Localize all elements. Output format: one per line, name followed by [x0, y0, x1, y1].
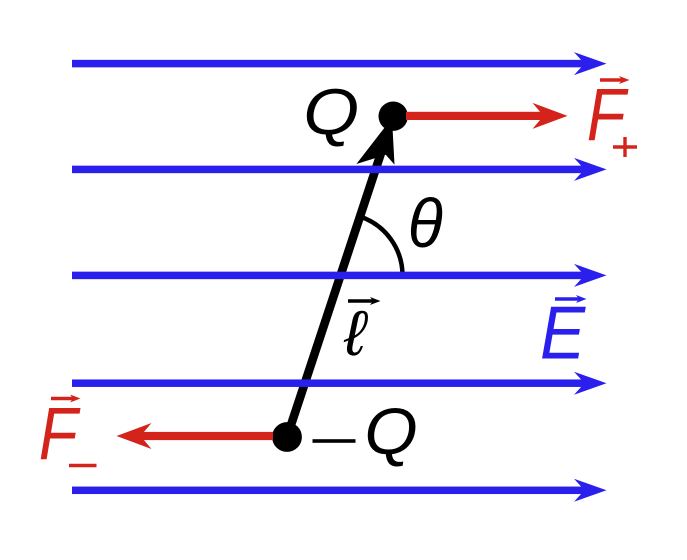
svg-text:ℓ: ℓ	[343, 298, 369, 369]
svg-text:F: F	[587, 72, 629, 156]
svg-text:θ: θ	[408, 186, 443, 262]
svg-text:F: F	[39, 391, 81, 475]
svg-text:Q: Q	[303, 76, 359, 148]
svg-text:E: E	[540, 291, 586, 375]
svg-text:Q: Q	[364, 395, 417, 468]
